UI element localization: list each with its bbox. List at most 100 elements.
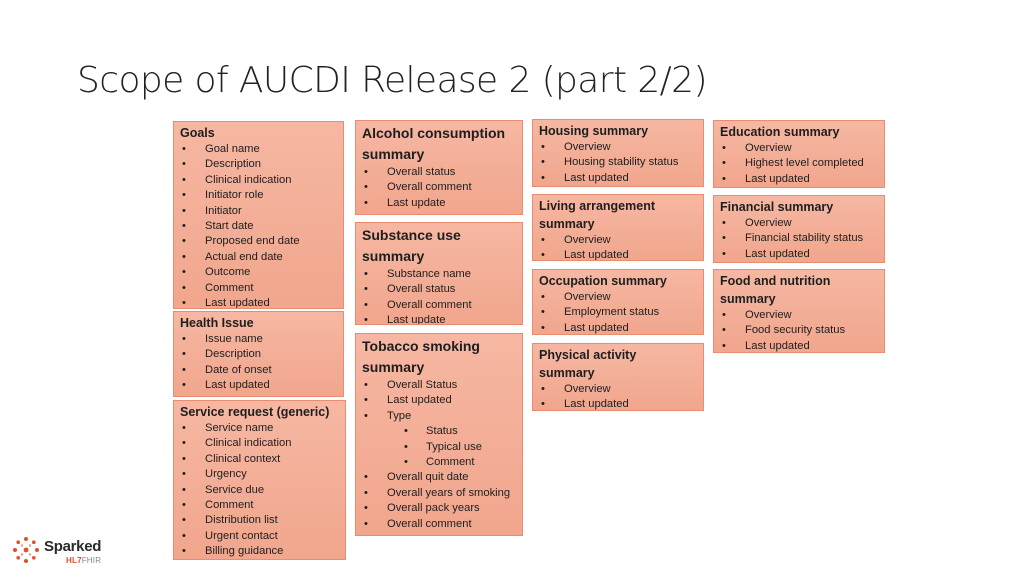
substance-title-line1: Substance use (362, 227, 461, 243)
list-item: Overall years of smoking (362, 486, 516, 502)
goals-list: Goal nameDescriptionClinical indicationI… (180, 142, 337, 308)
list-item: Actual end date (180, 250, 337, 266)
food-title-line1: Food and nutrition (720, 274, 831, 288)
living-title-line2: summary (539, 217, 595, 231)
list-item: Distribution list (180, 513, 339, 529)
logo-wordmark: Sparked (44, 538, 102, 555)
list-item: Comment (180, 498, 339, 514)
list-item: Last updated (180, 296, 337, 308)
list-item: Overall Status (362, 378, 516, 394)
sparked-logo-icon (13, 537, 39, 563)
health-issue-box: Health Issue Issue nameDescriptionDate o… (173, 311, 344, 397)
sub-list-item: Typical use (362, 440, 516, 456)
food-box: Food and nutrition summary OverviewFood … (713, 269, 885, 353)
living-box: Living arrangement summary OverviewLast … (532, 194, 704, 261)
hl7-label: HL7 (66, 556, 82, 565)
list-item: Proposed end date (180, 234, 337, 250)
living-list: OverviewLast updated (539, 233, 697, 260)
list-item: Overview (720, 216, 878, 232)
slide-title: Scope of AUCDI Release 2 (part 2/2) (77, 60, 708, 101)
list-item: Last updated (539, 397, 697, 410)
list-item: Last updated (720, 172, 878, 187)
list-item: Housing stability status (539, 155, 697, 171)
list-item: Overview (720, 308, 878, 324)
list-item: Date of onset (180, 363, 337, 379)
list-item: Overall comment (362, 298, 516, 314)
list-item: Last updated (180, 378, 337, 394)
list-item: Service name (180, 421, 339, 437)
list-item: Financial stability status (720, 231, 878, 247)
list-item: Overall status (362, 165, 516, 181)
list-item: Last updated (720, 339, 878, 352)
list-item: Overall comment (362, 517, 516, 533)
financial-box: Financial summary OverviewFinancial stab… (713, 195, 885, 263)
service-request-title: Service request (generic) (180, 405, 330, 419)
occupation-title: Occupation summary (539, 274, 667, 288)
health-issue-list: Issue nameDescriptionDate of onsetLast u… (180, 332, 337, 394)
physical-title-line1: Physical activity (539, 348, 637, 362)
list-item: Urgency (180, 467, 339, 483)
fhir-label: FHIR (81, 556, 102, 565)
list-item: Substance name (362, 267, 516, 283)
list-item: Overall quit date (362, 470, 516, 486)
list-item: Overview (539, 382, 697, 398)
list-item: Billing guidance (180, 544, 339, 559)
list-item: Goal name (180, 142, 337, 158)
list-item: Employment status (539, 305, 697, 321)
list-item: Overall status (362, 282, 516, 298)
physical-title-line2: summary (539, 366, 595, 380)
logo-subbrand: HL7FHIR (66, 556, 101, 565)
list-item: Issue name (180, 332, 337, 348)
financial-title: Financial summary (720, 200, 834, 214)
list-item: Service due (180, 483, 339, 499)
list-item: Clinical context (180, 452, 339, 468)
list-item: Overall comment (362, 180, 516, 196)
list-item: Overview (539, 233, 697, 249)
list-item: Last updated (539, 248, 697, 260)
health-issue-title: Health Issue (180, 316, 254, 330)
list-item: Overview (539, 140, 697, 156)
list-item: Type (362, 409, 516, 425)
list-item: Overview (720, 141, 878, 157)
list-item: Outcome (180, 265, 337, 281)
housing-list: OverviewHousing stability statusLast upd… (539, 140, 697, 186)
list-item: Overall pack years (362, 501, 516, 517)
alcohol-title-line1: Alcohol consumption (362, 125, 506, 141)
substance-list: Substance nameOverall statusOverall comm… (362, 267, 516, 324)
goals-box: Goals Goal nameDescriptionClinical indic… (173, 121, 344, 309)
housing-title: Housing summary (539, 124, 649, 138)
list-item: Description (180, 157, 337, 173)
occupation-list: OverviewEmployment statusLast updated (539, 290, 697, 334)
goals-title: Goals (180, 126, 215, 140)
list-item: Last updated (539, 171, 697, 186)
education-list: OverviewHighest level completedLast upda… (720, 141, 878, 187)
physical-box: Physical activity summary OverviewLast u… (532, 343, 704, 411)
tobacco-box: Tobacco smoking summary Overall Status L… (355, 333, 523, 536)
list-item: Last updated (362, 393, 516, 409)
housing-box: Housing summary OverviewHousing stabilit… (532, 119, 704, 187)
list-item: Last update (362, 196, 516, 212)
alcohol-box: Alcohol consumption summary Overall stat… (355, 120, 523, 215)
tobacco-title-line2: summary (362, 359, 425, 375)
sparked-logo: Sparked HL7FHIR (10, 532, 130, 572)
list-item: Overview (539, 290, 697, 306)
physical-list: OverviewLast updated (539, 382, 697, 410)
list-item: Highest level completed (720, 156, 878, 172)
list-item: Initiator role (180, 188, 337, 204)
food-list: OverviewFood security statusLast updated (720, 308, 878, 352)
list-item: Clinical indication (180, 436, 339, 452)
sub-list-item: Status (362, 424, 516, 440)
sub-list-item: Comment (362, 455, 516, 471)
alcohol-title-line2: summary (362, 146, 425, 162)
living-title-line1: Living arrangement (539, 199, 655, 213)
list-item: Last updated (539, 321, 697, 334)
list-item: Comment (180, 281, 337, 297)
list-item: Food security status (720, 323, 878, 339)
list-item: Clinical indication (180, 173, 337, 189)
list-item: Initiator (180, 204, 337, 220)
tobacco-list: Overall Status Last updated Type Status … (362, 378, 516, 532)
list-item: Last updated (720, 247, 878, 262)
financial-list: OverviewFinancial stability statusLast u… (720, 216, 878, 262)
substance-title-line2: summary (362, 248, 425, 264)
list-item: Urgent contact (180, 529, 339, 545)
